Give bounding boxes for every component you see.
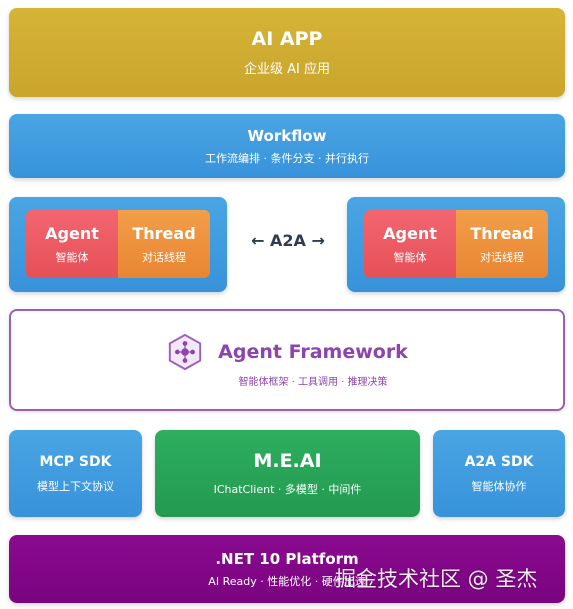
ai-app-title: AI APP [251, 28, 323, 50]
workflow-subtitle: 工作流编排 · 条件分支 · 并行执行 [205, 151, 369, 165]
dotnet-platform-layer: .NET 10 Platform AI Ready · 性能优化 · 硬件加速 [9, 535, 565, 603]
a2a-sdk-box: A2A SDK 智能体协作 [433, 430, 565, 517]
thread-box-right: Thread 对话线程 [456, 210, 548, 278]
agent-framework-layer: Agent Framework 智能体框架 · 工具调用 · 推理决策 [9, 309, 565, 411]
agent-subtitle: 智能体 [55, 250, 89, 264]
agent-group-right: Agent 智能体 Thread 对话线程 [347, 197, 565, 292]
agent-box-left: Agent 智能体 [26, 210, 118, 278]
meai-subtitle: IChatClient · 多模型 · 中间件 [213, 483, 362, 496]
thread-subtitle: 对话线程 [480, 250, 524, 264]
platform-subtitle: AI Ready · 性能优化 · 硬件加速 [208, 574, 366, 588]
a2a-sdk-subtitle: 智能体协作 [471, 479, 527, 493]
meai-box: M.E.AI IChatClient · 多模型 · 中间件 [155, 430, 420, 517]
mcp-sdk-box: MCP SDK 模型上下文协议 [9, 430, 142, 517]
thread-box-left: Thread 对话线程 [118, 210, 210, 278]
hexagon-network-icon [169, 333, 202, 370]
agent-group-left: Agent 智能体 Thread 对话线程 [9, 197, 227, 292]
a2a-link-label: ← A2A → [251, 231, 325, 250]
thread-title: Thread [470, 223, 534, 243]
agent-title: Agent [383, 223, 437, 243]
a2a-sdk-title: A2A SDK [464, 453, 534, 470]
thread-title: Thread [132, 223, 196, 243]
mcp-sdk-title: MCP SDK [39, 453, 112, 470]
platform-title: .NET 10 Platform [215, 549, 359, 568]
watermark: 掘金技术社区 @ 圣杰 [335, 567, 538, 591]
workflow-layer: Workflow 工作流编排 · 条件分支 · 并行执行 [9, 114, 565, 178]
workflow-title: Workflow [247, 126, 327, 145]
framework-subtitle: 智能体框架 · 工具调用 · 推理决策 [238, 376, 388, 388]
meai-title: M.E.AI [253, 450, 322, 472]
agent-title: Agent [45, 223, 99, 243]
mcp-sdk-subtitle: 模型上下文协议 [37, 479, 114, 493]
agent-box-right: Agent 智能体 [364, 210, 456, 278]
thread-subtitle: 对话线程 [142, 250, 186, 264]
agent-subtitle: 智能体 [393, 250, 427, 264]
ai-app-subtitle: 企业级 AI 应用 [244, 62, 330, 77]
framework-title: Agent Framework [218, 340, 408, 363]
framework-header: Agent Framework [166, 333, 408, 371]
ai-app-layer: AI APP 企业级 AI 应用 [9, 8, 565, 97]
